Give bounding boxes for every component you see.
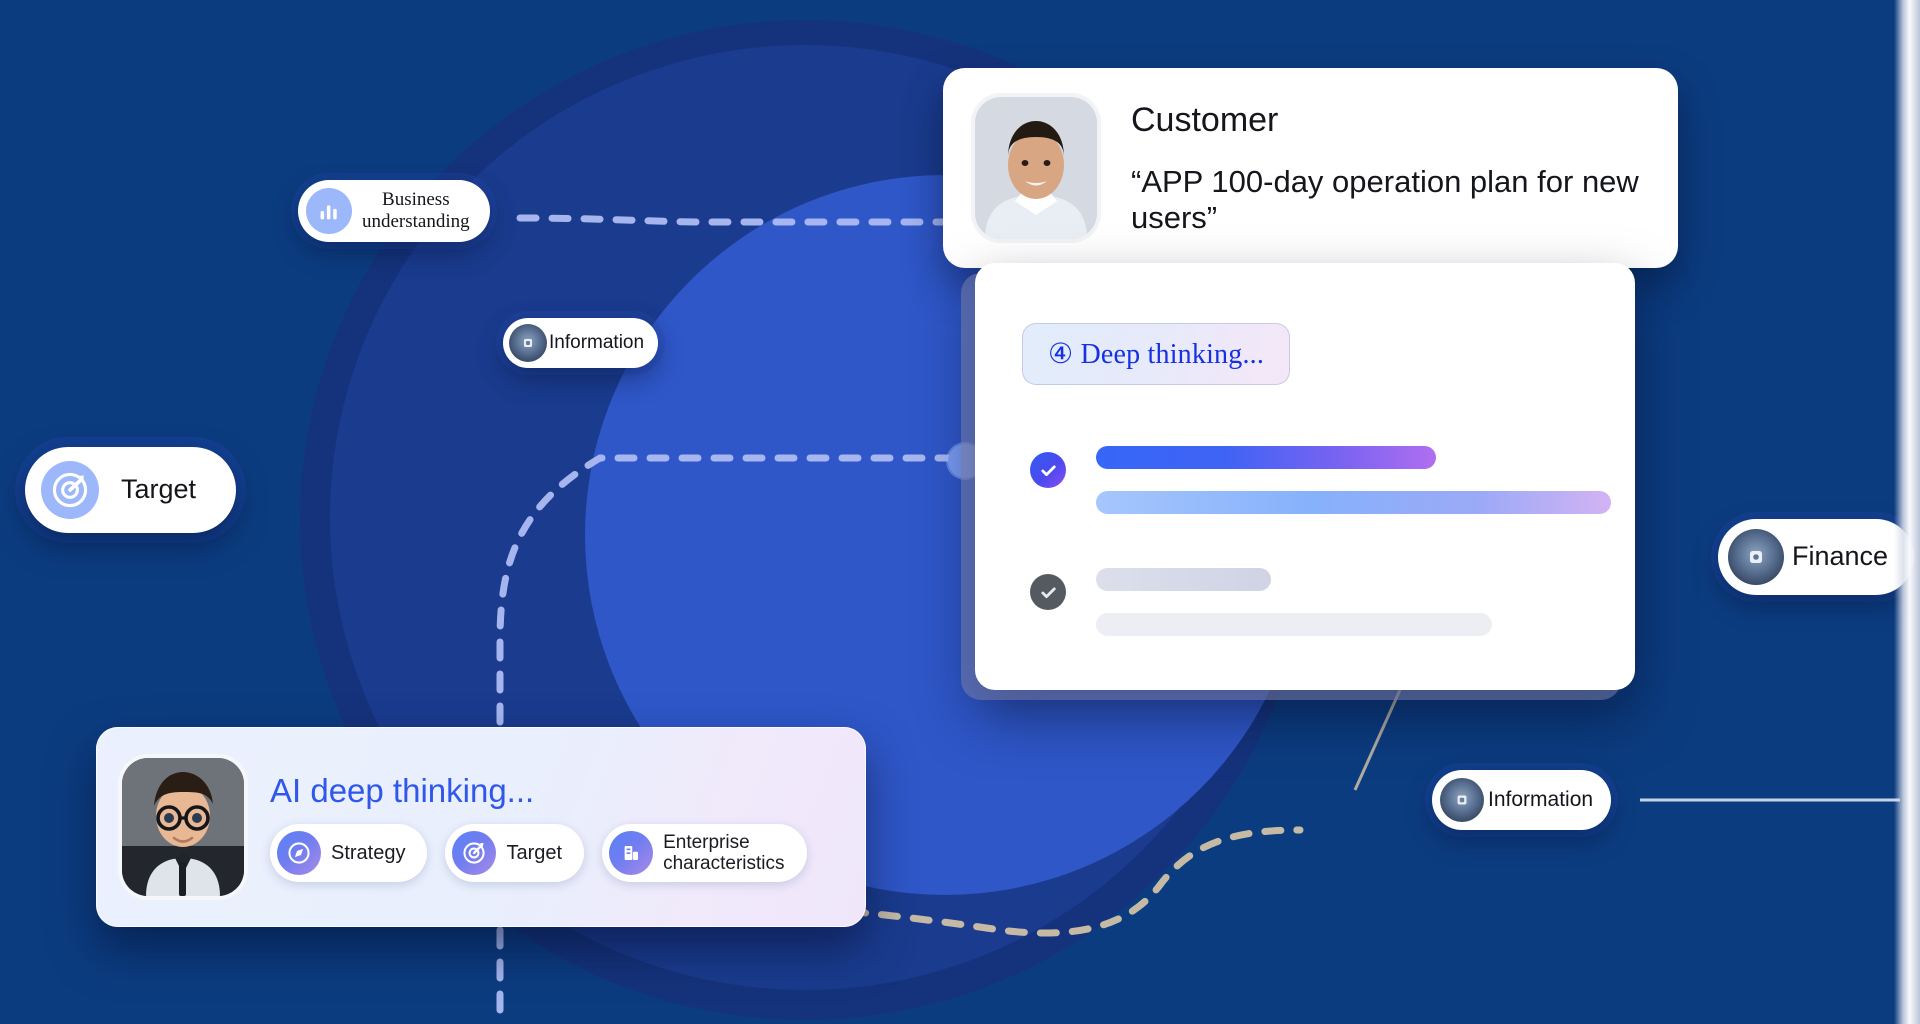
customer-card: Customer “APP 100-day operation plan for… (943, 68, 1678, 268)
customer-text-block: Customer “APP 100-day operation plan for… (1131, 101, 1644, 236)
ai-deep-thinking-title: AI deep thinking... (270, 772, 535, 809)
customer-title: Customer (1131, 100, 1279, 139)
pill-target[interactable]: Target (25, 447, 237, 533)
compass-icon (277, 831, 321, 875)
pill-information-upper[interactable]: Information (503, 318, 659, 368)
pill-business-label-line2: understanding (362, 211, 470, 232)
target-icon (41, 461, 99, 519)
chip-enterprise-label: Enterprise characteristics (663, 832, 784, 875)
information-badge-icon (509, 324, 547, 362)
pill-finance-label: Finance (1792, 541, 1889, 572)
building-icon (609, 831, 654, 875)
task-bar-primary-active (1096, 446, 1436, 469)
check-circle-active-icon[interactable] (1030, 452, 1066, 488)
chip-strategy-label: Strategy (331, 841, 406, 864)
chip-target[interactable]: Target (445, 824, 585, 882)
ai-bar-content: AI deep thinking... Strategy (270, 772, 807, 882)
page-right-edge (1894, 0, 1920, 1024)
deep-thinking-chip-label: ④ Deep thinking... (1047, 339, 1265, 370)
pill-information-upper-label: Information (549, 331, 645, 353)
check-circle-muted-icon[interactable] (1030, 574, 1066, 610)
target-icon (452, 831, 497, 875)
pill-information-lower[interactable]: Information (1432, 770, 1612, 830)
ai-assistant-avatar (122, 758, 244, 896)
pill-target-label: Target (121, 474, 197, 505)
pill-business-understanding[interactable]: Business understanding (298, 180, 490, 242)
ai-deep-thinking-bar: AI deep thinking... Strategy (96, 727, 866, 927)
customer-photo-avatar (975, 97, 1097, 239)
finance-badge-icon (1728, 529, 1784, 585)
deep-thinking-chip[interactable]: ④ Deep thinking... (1022, 323, 1290, 385)
task-bar-secondary-active (1096, 491, 1611, 514)
pill-business-label: Business understanding (362, 189, 470, 233)
customer-quote: “APP 100-day operation plan for new user… (1131, 163, 1639, 235)
chip-strategy[interactable]: Strategy (270, 824, 428, 882)
pill-information-lower-label: Information (1488, 787, 1594, 811)
information-badge-icon (1440, 778, 1484, 822)
chip-enterprise-characteristics[interactable]: Enterprise characteristics (602, 824, 807, 882)
pill-business-label-line1: Business (382, 188, 450, 210)
task-bar-secondary-pending (1096, 613, 1492, 636)
bar-chart-icon (306, 188, 352, 234)
pill-finance[interactable]: Finance (1718, 519, 1915, 595)
task-bar-primary-pending (1096, 568, 1271, 591)
chip-target-label: Target (506, 841, 563, 864)
ai-chip-list: Strategy Target (270, 824, 807, 882)
chip-enterprise-label-line2: characteristics (663, 853, 785, 874)
chip-enterprise-label-line1: Enterprise (663, 831, 750, 853)
